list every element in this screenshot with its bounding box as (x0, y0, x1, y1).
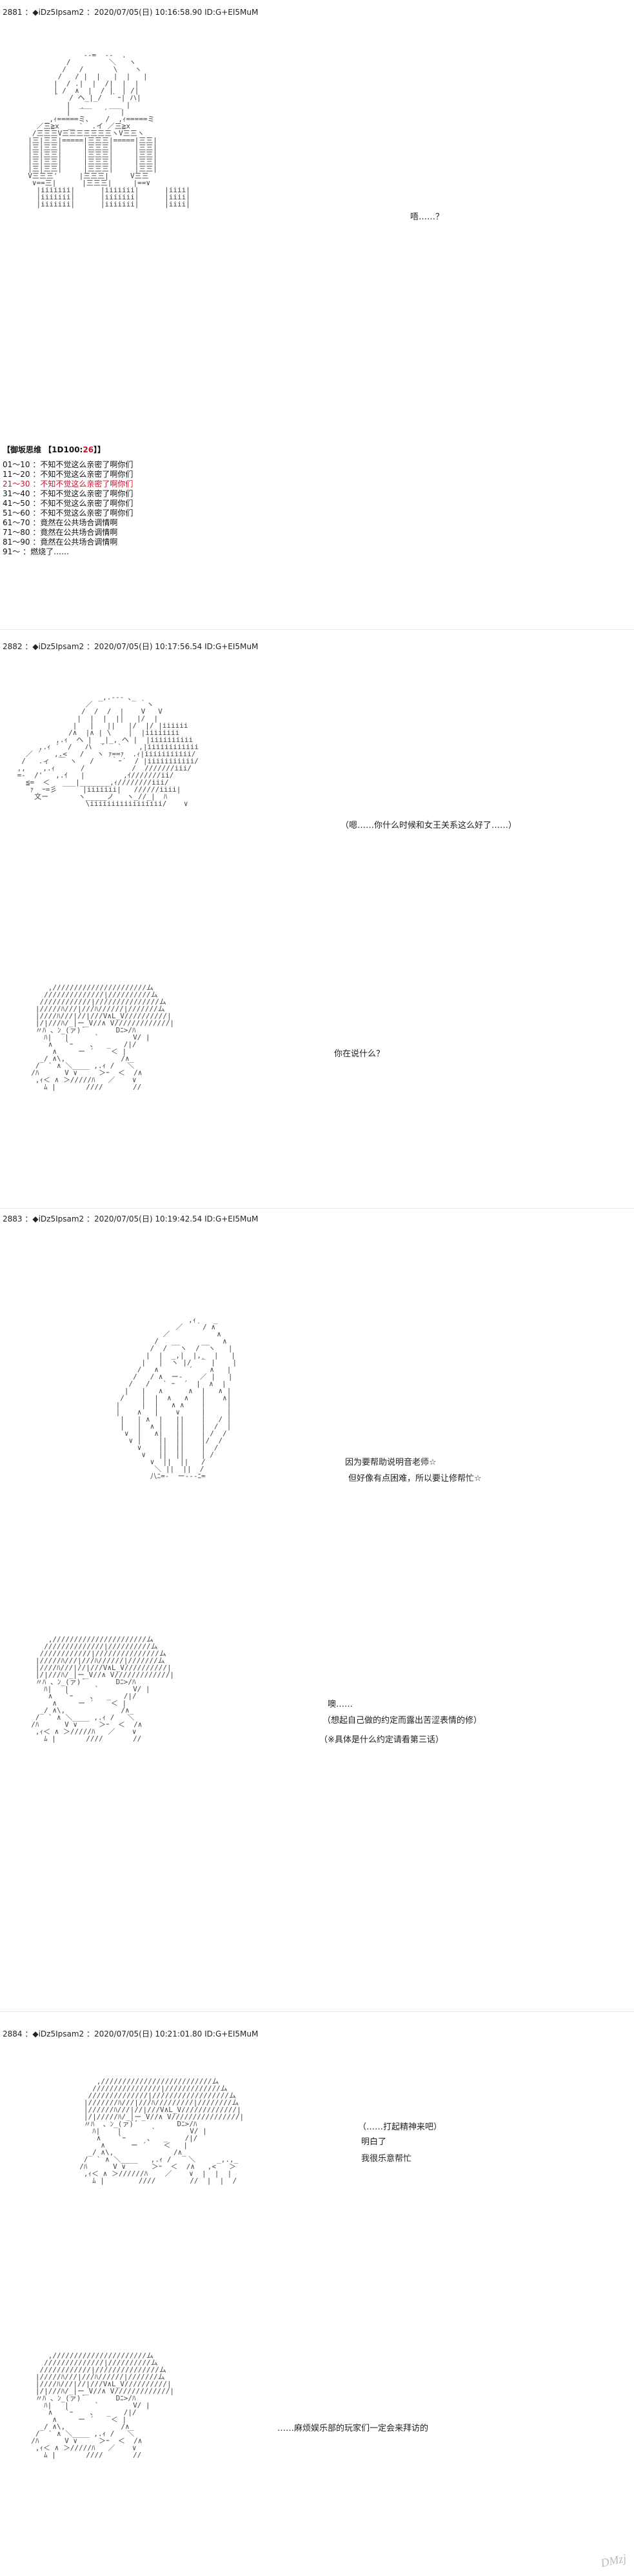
roll-option: 51～60 ：不知不觉这么亲密了啊你们 (3, 508, 134, 518)
dialog-line: （嗯……你什么时候和女王关系这么好了……） (341, 821, 517, 830)
post-divider (0, 629, 634, 630)
roll-option: 61～70 ：竟然在公共场合调情啊 (3, 518, 118, 527)
ascii-art-character-5: ,//////////////////////ム //////////////|… (31, 1635, 175, 1743)
dialog-line: 你在说什么？ (334, 1049, 385, 1059)
ascii-art-character-4: ,ｨ _ ／ ｀/ ∧ ／ ∧ / __ __ ∧ / / ヽ / ヽ | | … (115, 1316, 237, 1480)
ascii-art-character-3: ,//////////////////////ム //////////////|… (31, 983, 175, 1091)
post-divider (0, 1208, 634, 1209)
roll-option: 91～ ：燃烧了…… (3, 547, 70, 556)
dialog-line: 因为要帮助说明音老师☆ (345, 1458, 437, 1467)
dialog-line: （……打起精神来吧） (358, 2122, 442, 2132)
ascii-art-character-7: ,//////////////////////ム //////////////|… (31, 2351, 175, 2459)
roll-option: 71～80 ：竟然在公共场合调情啊 (3, 528, 118, 537)
dialog-line: 但好像有点困难，所以要让修帮忙☆ (348, 1474, 482, 1484)
dialog-line: （想起自己做的约定而露出苦涩表情的修） (322, 1716, 482, 1726)
dialog-line: 唔……？ (410, 212, 444, 222)
dialog-line: ……麻烦娱乐部的玩家们一定会来拜访的 (277, 2424, 429, 2433)
post-divider (0, 2011, 634, 2012)
roll-option: 31～40 ：不知不觉这么亲密了啊你们 (3, 489, 134, 498)
post-header-2881: 2881 ：◆iDz5Ipsam2 ：2020/07/05(日) 10:16:5… (3, 8, 259, 17)
roll-option: 01～10 ：不知不觉这么亲密了啊你们 (3, 460, 134, 469)
dialog-line: 我很乐意帮忙 (361, 2154, 412, 2164)
ascii-art-character-6: ,//////////////////////////ム ///////////… (79, 2077, 244, 2185)
roll-option: 41～50 ：不知不觉这么亲密了啊你们 (3, 499, 134, 508)
roll-option: 81～90 ：竟然在公共场合调情啊 (3, 538, 118, 547)
dice-roll-title: 【御坂思维 【1D100:26】】 (3, 445, 106, 454)
post-header-2884: 2884 ：◆iDz5Ipsam2 ：2020/07/05(日) 10:21:0… (3, 2029, 259, 2038)
watermark-logo: DMzj (599, 2551, 628, 2570)
roll-option-selected: 21～30 ：不知不觉这么亲密了啊你们 (3, 479, 134, 488)
dice-roll-block: 【御坂思维 【1D100:26】】 01～10 ：不知不觉这么亲密了啊你们 11… (3, 445, 133, 557)
roll-option: 11～20 ：不知不觉这么亲密了啊你们 (3, 470, 134, 479)
dialog-line: （※具体是什么约定请看第三话） (319, 1735, 444, 1745)
dialog-line: 噢…… (328, 1700, 353, 1709)
ascii-art-character-1: -‐= ‐- . / ＼ ヽ / / \ ヽ / / | | | | | | /… (28, 51, 190, 208)
dialog-line: 明白了 (361, 2137, 387, 2147)
ascii-art-character-2: _,.-‐- ､_ ／ ｀ヽ / / / | V V | | | || |/ |… (17, 693, 199, 808)
post-header-2883: 2883 ：◆iDz5Ipsam2 ：2020/07/05(日) 10:19:4… (3, 1214, 259, 1223)
post-header-2882: 2882 ：◆iDz5Ipsam2 ：2020/07/05(日) 10:17:5… (3, 642, 259, 651)
